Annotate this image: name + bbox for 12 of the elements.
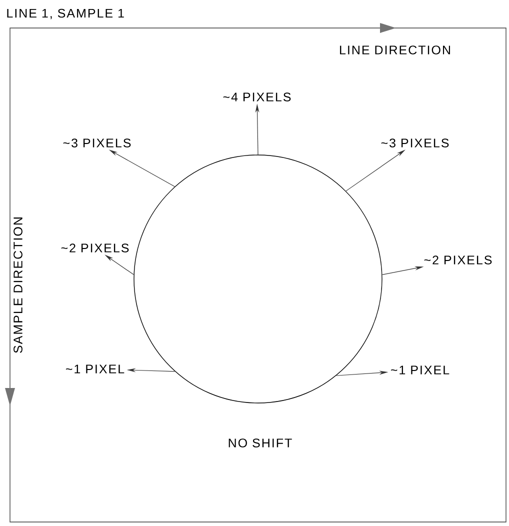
pixel-shift-label: ~3 PIXELS xyxy=(63,138,131,148)
pixel-shift-label: ~2 PIXELS xyxy=(61,244,129,252)
direction-label: SAMPLE DIRECTION xyxy=(14,218,22,353)
center-label: NO SHIFT xyxy=(228,438,292,448)
corner-label: LINE 1, SAMPLE 1 xyxy=(7,8,124,20)
pixel-shift-label: ~3 PIXELS xyxy=(381,138,449,148)
pixel-shift-label: ~4 PIXELS xyxy=(223,92,291,102)
circle-outline xyxy=(134,154,382,404)
pixel-shift-label: ~1 PIXEL xyxy=(391,366,450,374)
pixel-shift-label: ~2 PIXELS xyxy=(424,256,492,264)
pixel-shift-label: ~1 PIXEL xyxy=(66,364,124,374)
direction-label: LINE DIRECTION xyxy=(340,46,450,54)
